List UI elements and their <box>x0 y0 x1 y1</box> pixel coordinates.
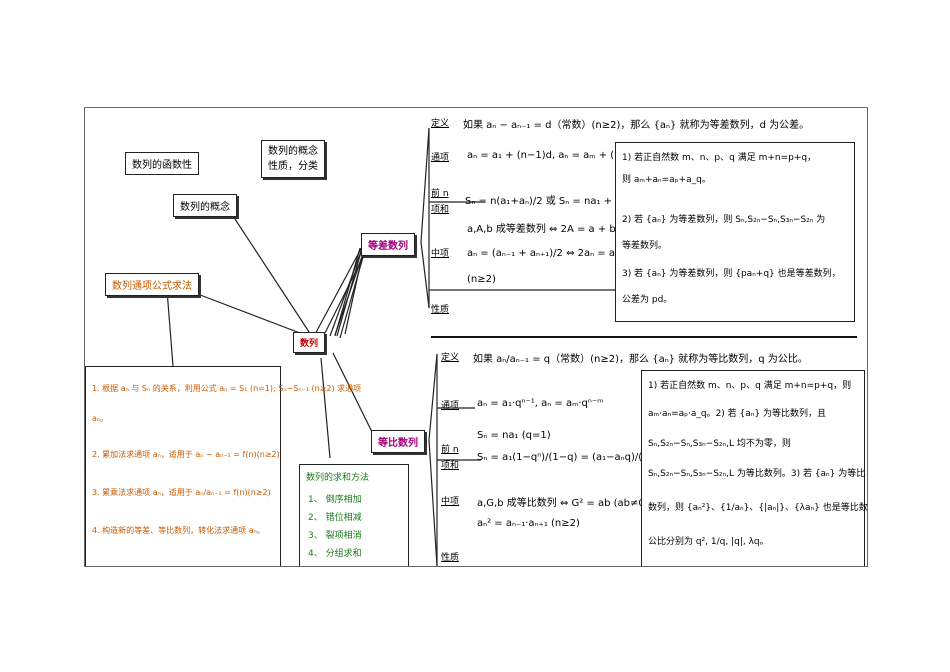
sum-method-4: 4、 分组求和 <box>308 549 362 559</box>
geom-prop-1b: aₘ·aₙ=aₚ·a_q。2) 若 {aₙ} 为等比数列，且 <box>648 409 826 419</box>
arith-term-label: 通项 <box>431 153 450 163</box>
node-concept-box: 数列的概念 性质，分类 <box>261 140 325 178</box>
general-methods-box: 1. 根据 aₙ 与 Sₙ 的关系，利用公式 aₙ = S₁ (n=1); Sₙ… <box>85 366 361 566</box>
geom-prop-2: Sₙ,S₂ₙ−Sₙ,S₃ₙ−S₂ₙ,L 均不为零，则 <box>648 439 791 449</box>
node-concept-box-line1: 数列的概念 <box>268 146 318 157</box>
geom-sum-case2: Sₙ = a₁(1−qⁿ)/(1−q) = (a₁−aₙq)/(1−q) (q≠… <box>477 452 700 463</box>
sum-method-2: 2、 错位相减 <box>308 513 362 523</box>
general-method-1b: aₙ。 <box>92 414 109 423</box>
sum-methods-title: 数列的求和方法 <box>306 473 370 483</box>
general-method-4: 4. 构造新的等差、等比数列，转化法求通项 aₙ。 <box>92 526 265 535</box>
arith-mid-label: 中项 <box>431 249 450 259</box>
node-function-nature-label: 数列的函数性 <box>132 160 192 171</box>
geom-mid-text2: aₙ² = aₙ₋₁·aₙ₊₁ (n≥2) <box>477 518 580 529</box>
node-geometric-label: 等比数列 <box>378 438 418 449</box>
node-arithmetic: 等差数列 <box>361 233 415 256</box>
arith-mid-cond: (n≥2) <box>467 274 496 285</box>
arith-mid-text: aₙ = (aₙ₋₁ + aₙ₊₁)/2 ⇔ 2aₙ = aₙ₋₁ + aₙ₊₁ <box>467 248 663 259</box>
node-center: 数列 <box>293 332 326 353</box>
node-arithmetic-label: 等差数列 <box>368 241 408 252</box>
arith-prop-2b: 等差数列。 <box>622 241 668 251</box>
general-method-1: 1. 根据 aₙ 与 Sₙ 的关系，利用公式 aₙ = S₁ (n=1); Sₙ… <box>92 384 362 393</box>
node-geometric: 等比数列 <box>371 430 425 453</box>
arith-def-label: 定义 <box>431 119 450 129</box>
general-method-3: 3. 累乘法求通项 aₙ，适用于 aₙ/aₙ₋₁ = f(n)(n≥2) <box>92 488 271 497</box>
geom-prop-3b: 公比分别为 q², 1/q, |q|, λq。 <box>648 537 769 547</box>
general-method-2: 2. 累加法求通项 aₙ，适用于 aₙ − aₙ₋₁ = f(n)(n≥2) <box>92 450 280 459</box>
node-concept-box-line2: 性质，分类 <box>268 161 318 172</box>
geom-mid-label: 中项 <box>441 497 460 507</box>
geom-props-box: 1) 若正自然数 m、n、p、q 满足 m+n=p+q，则 aₘ·aₙ=aₚ·a… <box>641 370 868 566</box>
node-general-term: 数列通项公式求法 <box>105 273 199 296</box>
geom-def-text: 如果 aₙ/aₙ₋₁ = q（常数）(n≥2)，那么 {aₙ} 就称为等比数列，… <box>473 354 808 365</box>
node-concept-label: 数列的概念 <box>180 202 230 213</box>
sum-method-1: 1、 倒序相加 <box>308 495 362 505</box>
node-general-term-label: 数列通项公式求法 <box>112 281 192 292</box>
geom-def-label: 定义 <box>441 353 460 363</box>
geom-sum-case1: Sₙ = na₁ (q=1) <box>477 430 551 441</box>
geom-prop-label: 性质 <box>441 553 460 563</box>
arith-sum-text: Sₙ = n(a₁+aₙ)/2 或 Sₙ = na₁ + n(n−1)d/2 <box>465 196 667 207</box>
arith-def-text: 如果 aₙ − aₙ₋₁ = d（常数）(n≥2)，那么 {aₙ} 就称为等差数… <box>463 120 810 131</box>
arith-prop-1b: 则 aₘ+aₙ=aₚ+a_q。 <box>622 175 711 185</box>
arith-prop-3: 3) 若 {aₙ} 为等差数列，则 {paₙ+q} 也是等差数列， <box>622 269 841 279</box>
sum-method-3: 3、 裂项相消 <box>308 531 362 541</box>
section-divider <box>431 336 857 338</box>
arith-term-text: aₙ = a₁ + (n−1)d, aₙ = aₘ + (n−m)d <box>467 150 649 161</box>
geom-term-text: aₙ = a₁·qⁿ⁻¹, aₙ = aₘ·qⁿ⁻ᵐ <box>477 398 604 409</box>
arith-prop-label: 性质 <box>431 305 450 315</box>
connector-lines <box>166 127 631 566</box>
arith-ab-text: a,A,b 成等差数列 ⇔ 2A = a + b <box>467 224 616 235</box>
mind-map: 数列的函数性 数列的概念 数列的概念 性质，分类 数列通项公式求法 数列 等差数… <box>84 107 868 567</box>
sum-methods-box: 数列的求和方法 1、 倒序相加 2、 错位相减 3、 裂项相消 4、 分组求和 <box>299 464 409 566</box>
arith-prop-2: 2) 若 {aₙ} 为等差数列，则 Sₙ,S₂ₙ−Sₙ,S₃ₙ−S₂ₙ 为 <box>622 215 826 225</box>
geom-mid-text: a,G,b 成等比数列 ⇔ G² = ab (ab≠0) <box>477 498 649 509</box>
arith-props-box: 1) 若正自然数 m、n、p、q 满足 m+n=p+q， 则 aₘ+aₙ=aₚ+… <box>615 142 855 322</box>
geom-prop-1: 1) 若正自然数 m、n、p、q 满足 m+n=p+q，则 <box>648 381 852 391</box>
node-concept: 数列的概念 <box>173 194 237 217</box>
geom-prop-3: 数列，则 {aₙ²}、{1/aₙ}、{|aₙ|}、{λaₙ} 也是等比数列， <box>648 503 868 513</box>
geom-sum-label: 前 n 项和 <box>441 445 460 471</box>
node-function-nature: 数列的函数性 <box>125 152 199 175</box>
arith-prop-3b: 公差为 pd。 <box>622 295 673 305</box>
arith-sum-label: 前 n 项和 <box>431 189 450 215</box>
node-center-label: 数列 <box>300 339 319 349</box>
arith-prop-1: 1) 若正自然数 m、n、p、q 满足 m+n=p+q， <box>622 153 817 163</box>
geom-prop-2b: Sₙ,S₂ₙ−Sₙ,S₃ₙ−S₂ₙ,L 为等比数列。3) 若 {aₙ} 为等比 <box>648 469 866 479</box>
geom-term-label: 通项 <box>441 401 460 411</box>
